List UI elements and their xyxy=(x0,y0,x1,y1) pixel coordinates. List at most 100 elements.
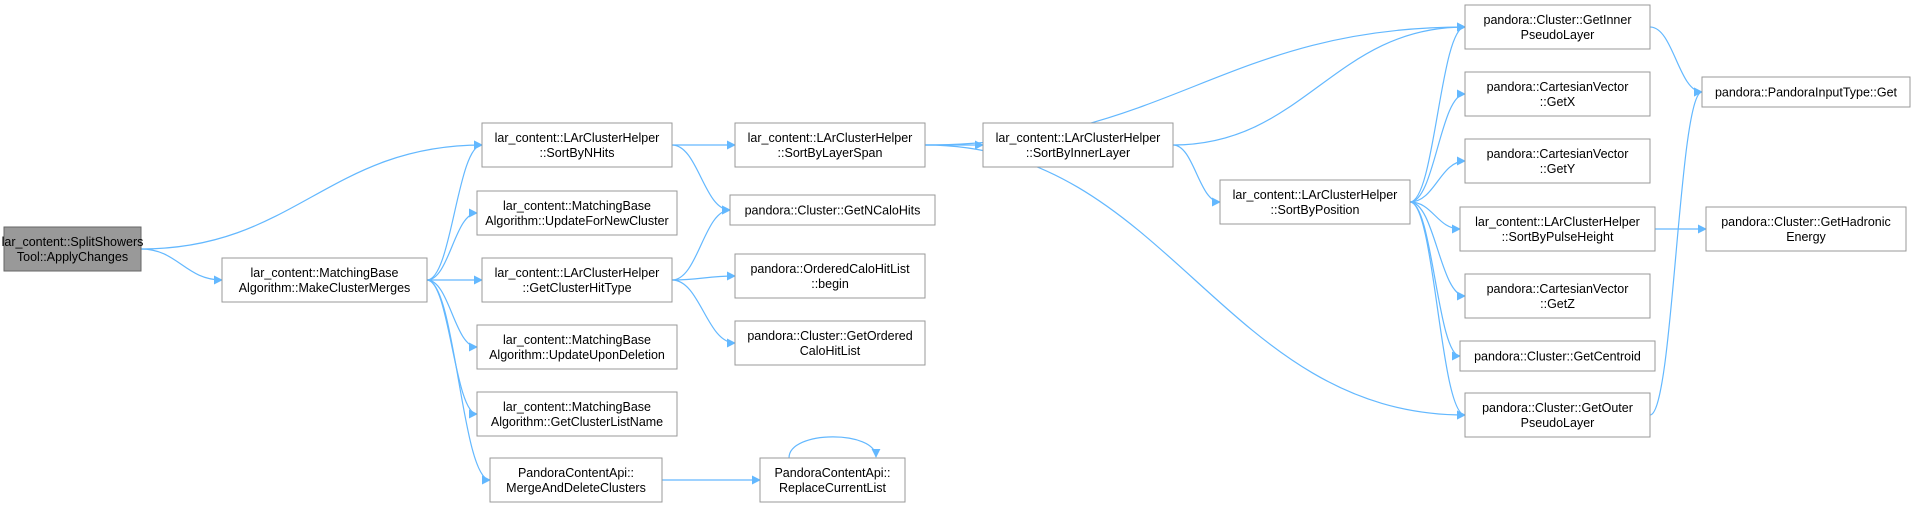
node-box[interactable] xyxy=(476,190,678,236)
node-label: lar_content::LArClusterHelper xyxy=(748,131,913,145)
node-box[interactable] xyxy=(3,226,142,272)
node-box[interactable] xyxy=(759,457,906,503)
node-n20[interactable]: pandora::Cluster::GetCentroid xyxy=(1459,340,1656,372)
node-label: lar_content::MatchingBase xyxy=(503,199,651,213)
edge-n14-to-n15 xyxy=(1409,22,1466,203)
node-n2[interactable]: lar_content::MatchingBaseAlgorithm::Make… xyxy=(221,257,428,303)
edge-n6-to-n11 xyxy=(671,279,736,348)
node-box[interactable] xyxy=(1705,206,1907,252)
node-n12[interactable]: PandoraContentApi::ReplaceCurrentList xyxy=(759,457,906,503)
edge-n14-to-n18 xyxy=(1409,201,1461,234)
node-n22[interactable]: pandora::PandoraInputType::Get xyxy=(1701,76,1911,108)
node-box[interactable] xyxy=(1464,138,1651,184)
node-box[interactable] xyxy=(221,257,428,303)
node-box[interactable] xyxy=(1464,273,1651,319)
node-box[interactable] xyxy=(1464,392,1651,438)
node-box[interactable] xyxy=(1464,71,1651,117)
edge-n13-to-n15 xyxy=(1172,22,1466,146)
node-label: ::SortByLayerSpan xyxy=(778,146,883,160)
node-n5[interactable]: lar_content::MatchingBaseAlgorithm::Upda… xyxy=(476,190,678,236)
edge-n15-to-n22 xyxy=(1649,26,1703,97)
node-label: lar_content::MatchingBase xyxy=(503,400,651,414)
node-label: Algorithm::MakeClusterMerges xyxy=(239,281,411,295)
node-n10[interactable]: pandora::OrderedCaloHitList::begin xyxy=(734,253,926,299)
node-n18[interactable]: lar_content::LArClusterHelper::SortByPul… xyxy=(1459,206,1656,252)
node-n13[interactable]: lar_content::LArClusterHelper::SortByInn… xyxy=(982,122,1174,168)
node-label: CaloHitList xyxy=(800,344,861,358)
node-label: pandora::Cluster::GetOuter xyxy=(1482,401,1633,415)
node-label: pandora::CartesianVector xyxy=(1487,147,1629,161)
node-label: ::GetZ xyxy=(1540,297,1575,311)
node-label: PseudoLayer xyxy=(1521,28,1595,42)
node-label: pandora::CartesianVector xyxy=(1487,282,1629,296)
node-label: pandora::Cluster::GetOrdered xyxy=(747,329,912,343)
node-label: ::SortByInnerLayer xyxy=(1026,146,1130,160)
node-n19[interactable]: pandora::CartesianVector::GetZ xyxy=(1464,273,1651,319)
node-label: lar_content::SplitShowers xyxy=(2,235,144,249)
node-label: PseudoLayer xyxy=(1521,416,1595,430)
edge-n6-to-n4 xyxy=(671,205,731,281)
node-label: ::GetClusterHitType xyxy=(522,281,631,295)
node-box[interactable] xyxy=(734,320,926,366)
node-label: ::GetX xyxy=(1540,95,1576,109)
edge-n14-to-n20 xyxy=(1409,201,1461,361)
node-label: pandora::Cluster::GetHadronic xyxy=(1721,215,1891,229)
node-label: ReplaceCurrentList xyxy=(779,481,887,495)
node-label: ::SortByPosition xyxy=(1271,203,1360,217)
node-label: lar_content::LArClusterHelper xyxy=(1233,188,1398,202)
node-label: pandora::Cluster::GetCentroid xyxy=(1474,350,1641,364)
node-label: pandora::OrderedCaloHitList xyxy=(750,262,910,276)
node-label: MergeAndDeleteClusters xyxy=(506,481,646,495)
node-label: pandora::Cluster::GetNCaloHits xyxy=(745,204,921,218)
edge-n2-to-n5 xyxy=(426,208,478,281)
edge-n14-to-n16 xyxy=(1409,89,1466,203)
node-box[interactable] xyxy=(1459,206,1656,252)
node-label: lar_content::LArClusterHelper xyxy=(495,131,660,145)
node-box[interactable] xyxy=(1464,4,1651,50)
edge-n14-to-n21 xyxy=(1409,201,1466,420)
node-box[interactable] xyxy=(1701,76,1911,108)
node-n8[interactable]: lar_content::MatchingBaseAlgorithm::GetC… xyxy=(476,391,678,437)
node-box[interactable] xyxy=(476,324,678,370)
node-label: ::GetY xyxy=(1540,162,1576,176)
node-n6[interactable]: lar_content::LArClusterHelper::GetCluste… xyxy=(481,257,673,303)
node-box[interactable] xyxy=(982,122,1174,168)
node-n4[interactable]: pandora::Cluster::GetNCaloHits xyxy=(729,194,936,226)
node-label: Energy xyxy=(1786,230,1826,244)
node-label: pandora::PandoraInputType::Get xyxy=(1715,86,1898,100)
node-n0[interactable]: lar_content::SplitShowersTool::ApplyChan… xyxy=(2,226,144,272)
edge-n12-to-n12 xyxy=(788,436,881,459)
edge-n0-to-n2 xyxy=(140,248,223,285)
node-n14[interactable]: lar_content::LArClusterHelper::SortByPos… xyxy=(1219,179,1411,225)
node-box[interactable] xyxy=(1219,179,1411,225)
edge-n14-to-n17 xyxy=(1409,156,1466,203)
node-box[interactable] xyxy=(729,194,936,226)
node-label: pandora::CartesianVector xyxy=(1487,80,1629,94)
node-label: Algorithm::UpdateUponDeletion xyxy=(489,348,665,362)
node-box[interactable] xyxy=(734,253,926,299)
node-label: ::SortByNHits xyxy=(539,146,614,160)
node-n3[interactable]: lar_content::LArClusterHelper::SortByLay… xyxy=(734,122,926,168)
node-n16[interactable]: pandora::CartesianVector::GetX xyxy=(1464,71,1651,117)
node-box[interactable] xyxy=(734,122,926,168)
node-n9[interactable]: PandoraContentApi::MergeAndDeleteCluster… xyxy=(489,457,663,503)
node-label: Algorithm::UpdateForNewCluster xyxy=(485,214,668,228)
node-label: PandoraContentApi:: xyxy=(518,466,634,480)
node-box[interactable] xyxy=(476,391,678,437)
node-n1[interactable]: lar_content::LArClusterHelper::SortByNHi… xyxy=(481,122,673,168)
node-label: ::begin xyxy=(811,277,849,291)
node-label: lar_content::LArClusterHelper xyxy=(1475,215,1640,229)
node-n17[interactable]: pandora::CartesianVector::GetY xyxy=(1464,138,1651,184)
node-box[interactable] xyxy=(481,122,673,168)
node-label: Algorithm::GetClusterListName xyxy=(491,415,663,429)
node-n7[interactable]: lar_content::MatchingBaseAlgorithm::Upda… xyxy=(476,324,678,370)
node-box[interactable] xyxy=(481,257,673,303)
node-box[interactable] xyxy=(489,457,663,503)
edge-n21-to-n22 xyxy=(1649,87,1703,416)
node-box[interactable] xyxy=(1459,340,1656,372)
